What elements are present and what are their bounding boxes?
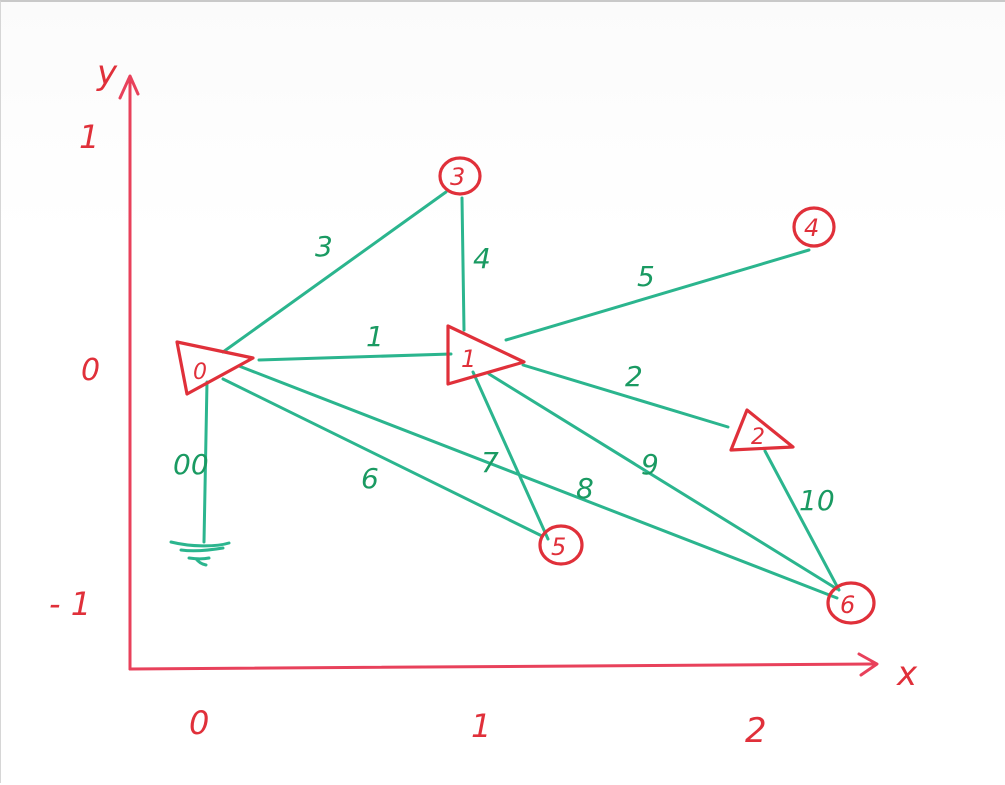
y-tick-label: - 1 bbox=[49, 585, 91, 623]
y-tick-label: 1 bbox=[79, 118, 99, 156]
y-tick-label: 0 bbox=[81, 353, 100, 388]
triangle-icon bbox=[175, 340, 255, 396]
node-2: 2 bbox=[729, 408, 795, 452]
edge-8 bbox=[237, 364, 839, 600]
triangle-icon bbox=[729, 408, 795, 452]
node-0: 0 bbox=[175, 340, 255, 396]
triangle-icon bbox=[446, 324, 526, 386]
edge-2 bbox=[521, 363, 730, 429]
axes bbox=[118, 74, 879, 677]
x-axis bbox=[128, 662, 875, 671]
y-axis-label: y bbox=[96, 53, 118, 93]
circle-icon bbox=[538, 524, 584, 566]
node-5: 5 bbox=[538, 524, 584, 566]
edge-label-6: 6 bbox=[361, 462, 379, 495]
edge-label-2: 2 bbox=[625, 360, 643, 393]
edge-5 bbox=[504, 248, 811, 342]
edge-label-00: 00 bbox=[173, 448, 209, 481]
circle-icon bbox=[438, 156, 482, 196]
node-label: 4 bbox=[804, 214, 819, 242]
x-tick-label: 0 bbox=[189, 704, 209, 742]
edge-label-10: 10 bbox=[799, 484, 835, 517]
node-label: 6 bbox=[840, 591, 855, 619]
node-label: 3 bbox=[450, 163, 465, 191]
edge-label-1: 1 bbox=[366, 320, 384, 353]
edge-10 bbox=[763, 449, 841, 592]
edge-9 bbox=[487, 372, 839, 591]
edge-labels: 00 1 2 3 4 5 6 7 8 9 10 bbox=[173, 230, 835, 517]
x-tick-label: 2 bbox=[745, 711, 767, 751]
node-1: 1 bbox=[446, 324, 526, 386]
edge-label-8: 8 bbox=[576, 472, 594, 505]
ground-symbol-icon bbox=[169, 540, 231, 567]
node-label: 2 bbox=[751, 425, 765, 450]
x-tick-label: 1 bbox=[471, 707, 491, 745]
node-3: 3 bbox=[438, 156, 482, 196]
node-6: 6 bbox=[826, 581, 876, 625]
edge-label-4: 4 bbox=[473, 242, 491, 275]
edge-3 bbox=[221, 190, 448, 354]
node-label: 1 bbox=[461, 345, 476, 373]
circle-icon bbox=[826, 581, 876, 625]
circle-icon bbox=[792, 206, 836, 248]
edge-4 bbox=[460, 196, 466, 332]
node-label: 0 bbox=[193, 360, 207, 385]
edge-label-5: 5 bbox=[637, 260, 655, 293]
y-axis-arrow-icon bbox=[118, 74, 140, 100]
node-4: 4 bbox=[792, 206, 836, 248]
edge-00 bbox=[202, 380, 209, 544]
nodes: 0 1 2 3 4 5 6 bbox=[175, 156, 876, 625]
edge-7 bbox=[471, 370, 550, 541]
node-label: 5 bbox=[551, 533, 566, 561]
edge-6 bbox=[221, 377, 544, 538]
edge-label-9: 9 bbox=[641, 448, 659, 481]
x-axis-arrow-icon bbox=[857, 652, 879, 677]
x-axis-label: x bbox=[896, 654, 918, 694]
edge-label-3: 3 bbox=[315, 230, 333, 263]
edges bbox=[169, 190, 841, 600]
edge-1 bbox=[257, 352, 453, 362]
edge-label-7: 7 bbox=[481, 446, 499, 479]
